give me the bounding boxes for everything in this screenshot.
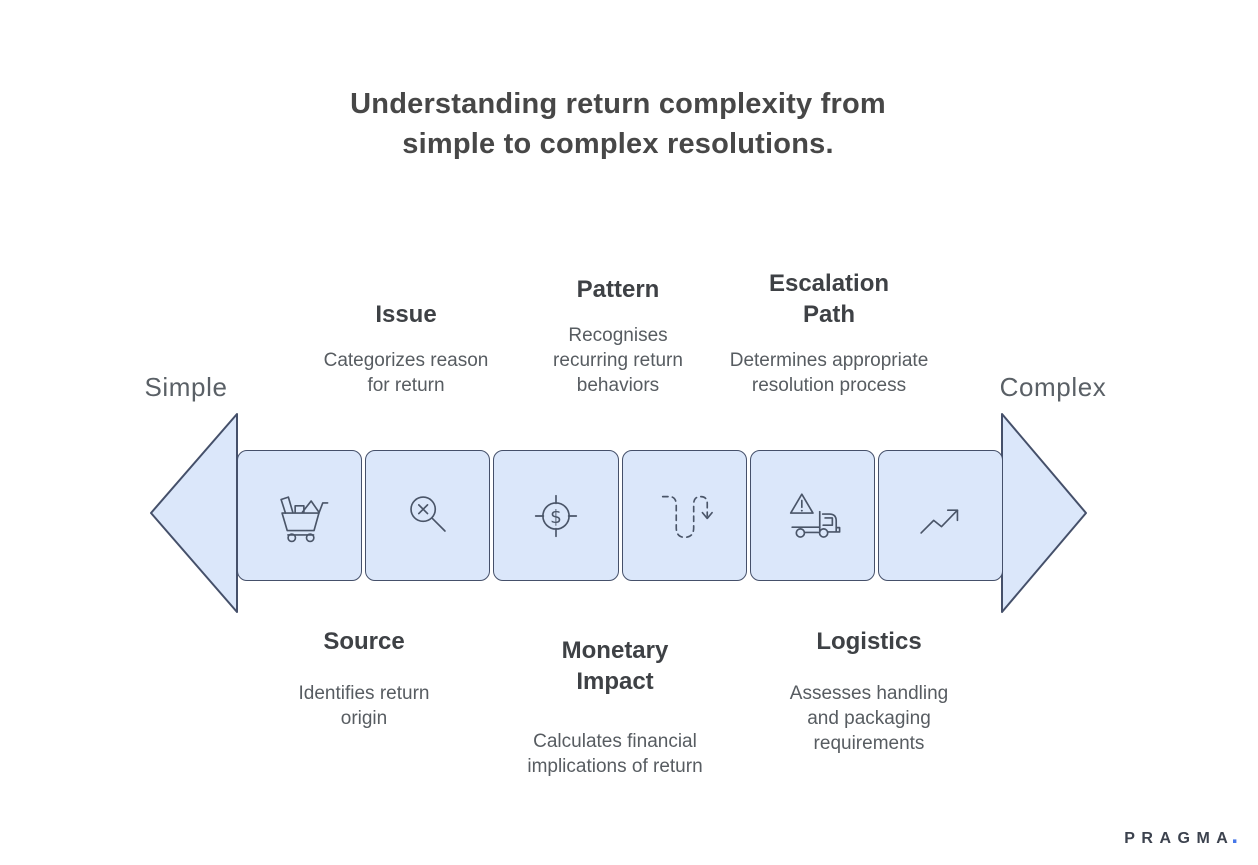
arrow-right-head [1001,413,1087,613]
stage-title-monetary-impact: Monetary Impact [561,637,669,695]
brand-logo-dot: . [1231,822,1238,849]
stage-description-escalation-path: Determines appropriate resolution proces… [729,350,929,396]
stage-description-issue: Categorizes reason for return [323,350,489,396]
stage-box-source [237,450,363,581]
axis-label-simple: Simple [144,372,228,402]
stage-title-source: Source [323,628,405,655]
winding-path-arrow-icon [661,495,714,538]
stage-box-issue [365,450,491,581]
page-title-line-1: Understanding return complexity from [350,88,886,120]
stage-label-issue: Issue Categorizes reason for return [323,300,489,398]
stage-title-issue: Issue [375,301,437,328]
trend-up-arrow-icon [920,508,959,534]
stage-description-source: Identifies return origin [298,683,430,729]
brand-logo-text: PRAGMA [1124,830,1235,847]
truck-warning-icon [790,492,841,538]
svg-text:$: $ [550,506,562,527]
arrow-left-head [150,413,238,613]
stage-box-escalation-path [877,450,1004,581]
stage-title-pattern: Pattern [576,276,660,303]
page-title-line-2: simple to complex resolutions. [402,128,834,160]
stage-description-pattern: Recognises recurring return behaviors [553,325,683,396]
stage-label-logistics: Logistics Assesses handling and packagin… [773,627,965,756]
stage-title-escalation-path: Escalation Path [768,270,890,328]
stage-description-monetary-impact: Calculates financial implications of ret… [527,731,703,777]
magnifier-x-icon [409,495,446,532]
stage-label-pattern: Pattern Recognises recurring return beha… [533,275,703,398]
stage-box-logistics [749,450,875,581]
stage-description-logistics: Assesses handling and packaging requirem… [789,683,949,754]
shopping-cart-icon [279,495,329,542]
page-title: Understanding return complexity from sim… [0,84,1236,164]
brand-logo: PRAGMA. [1124,822,1238,850]
dollar-target-icon: $ [534,494,578,537]
stage-box-monetary-impact: $ [493,450,619,581]
stage-boxes-row: $ [237,450,1004,581]
axis-label-complex: Complex [999,372,1107,402]
stage-label-escalation-path: Escalation Path Determines appropriate r… [729,268,929,398]
stage-label-monetary-impact: Monetary Impact Calculates financial imp… [509,635,721,779]
stage-box-pattern [621,450,747,581]
stage-label-source: Source Identifies return origin [278,627,450,731]
stage-title-logistics: Logistics [816,628,922,655]
